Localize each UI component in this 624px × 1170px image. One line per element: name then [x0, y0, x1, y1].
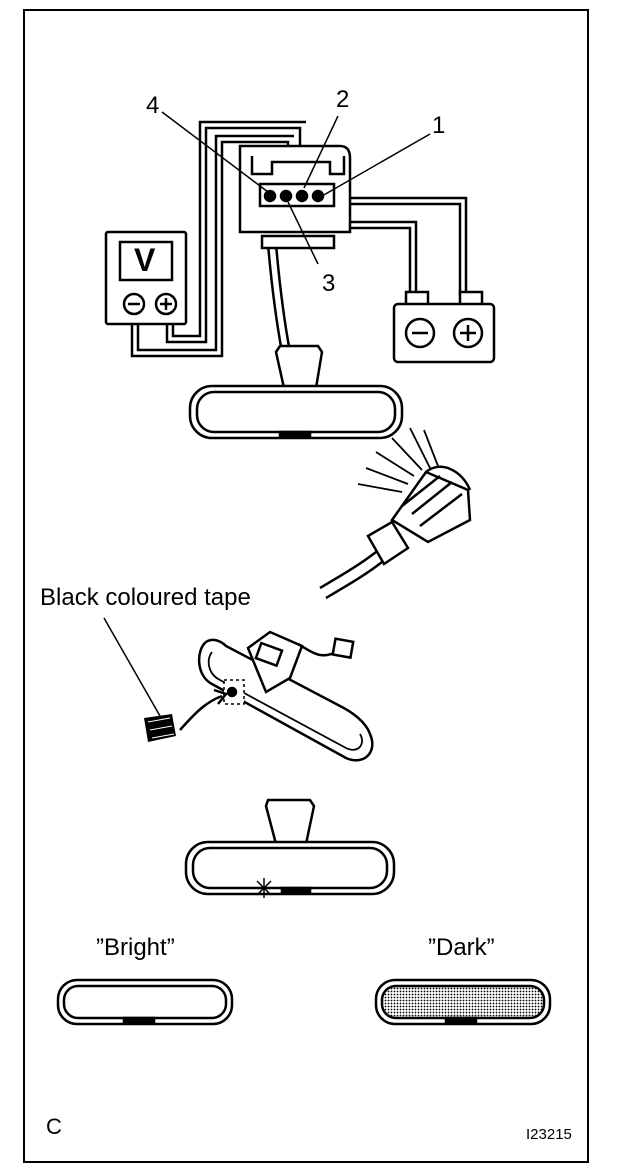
terminal-3-pin	[279, 189, 293, 203]
figure-code: I23215	[526, 1126, 572, 1143]
mirror-under-test	[188, 344, 404, 440]
tape-label: Black coloured tape	[40, 584, 251, 611]
terminal-1-pin	[311, 189, 325, 203]
bright-label: ”Bright”	[96, 934, 175, 961]
terminal-4-label: 4	[146, 92, 160, 119]
lamp-icon	[319, 427, 472, 600]
voltmeter	[104, 230, 188, 326]
connector	[238, 144, 352, 250]
battery	[392, 290, 496, 364]
terminal-2-label: 2	[336, 86, 350, 113]
mirror-dark	[374, 978, 552, 1026]
terminal-2-pin	[295, 189, 309, 203]
indicator-light-icon	[254, 878, 274, 898]
terminal-1-label: 1	[432, 112, 446, 139]
page-border	[23, 9, 589, 1163]
black-tape-icon	[103, 617, 229, 742]
corner-letter: C	[46, 1114, 62, 1139]
terminal-3-label: 3	[322, 270, 336, 297]
dark-label: ”Dark”	[428, 934, 495, 961]
leader-lines	[161, 111, 431, 265]
mirror-with-tape	[198, 630, 374, 762]
terminal-4-pin	[263, 189, 277, 203]
voltmeter-symbol: V	[134, 242, 156, 278]
mirror-bright	[56, 978, 234, 1026]
mirror-indicator-lit	[184, 798, 396, 898]
